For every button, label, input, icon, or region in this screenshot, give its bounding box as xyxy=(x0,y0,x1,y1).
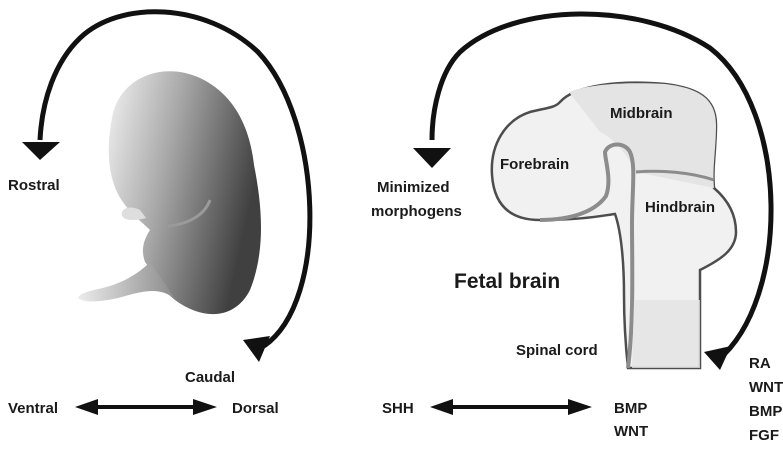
shh-bmp-arrow xyxy=(430,399,592,415)
embryo-illustration xyxy=(78,71,261,314)
spinal-cord-shading xyxy=(632,300,700,368)
ventral-label: Ventral xyxy=(8,400,58,417)
midbrain-label: Midbrain xyxy=(610,105,673,122)
dorsal-signal-wnt: WNT xyxy=(614,423,648,440)
shh-label: SHH xyxy=(382,400,414,417)
rostral-label: Rostral xyxy=(8,177,60,194)
forebrain-label: Forebrain xyxy=(500,156,569,173)
caudal-signal-fgf: FGF xyxy=(749,427,779,444)
minimized-label: Minimized xyxy=(377,179,450,196)
rostral-arrowhead xyxy=(22,142,60,160)
morphogens-label: morphogens xyxy=(371,203,462,220)
hindbrain-label: Hindbrain xyxy=(645,199,715,216)
morphogen-arrowhead xyxy=(704,346,731,370)
ventral-dorsal-arrow xyxy=(75,399,217,415)
caudal-signal-wnt: WNT xyxy=(749,379,783,396)
fetal-brain-title: Fetal brain xyxy=(454,270,560,293)
spinal-cord-label: Spinal cord xyxy=(516,342,598,359)
caudal-signal-bmp: BMP xyxy=(749,403,782,420)
minimized-arrowhead xyxy=(413,148,451,168)
caudal-arrowhead xyxy=(243,336,270,362)
dorsal-label: Dorsal xyxy=(232,400,279,417)
caudal-label: Caudal xyxy=(185,369,235,386)
caudal-signal-ra: RA xyxy=(749,355,771,372)
dorsal-signal-bmp: BMP xyxy=(614,400,647,417)
brain-illustration xyxy=(492,83,736,368)
